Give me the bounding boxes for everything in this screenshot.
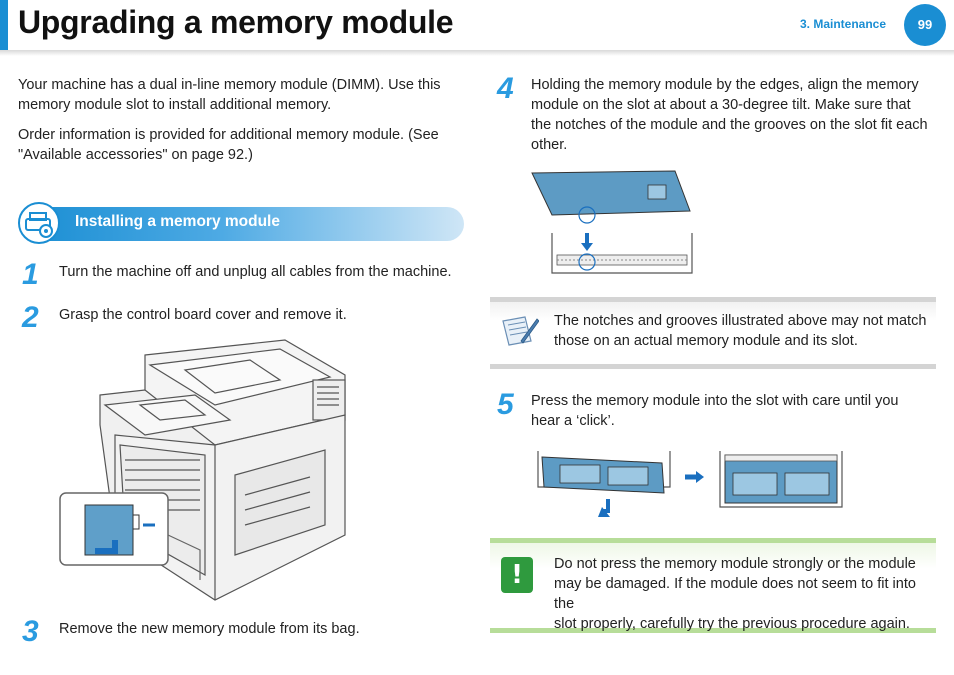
- step-text-2: Grasp the control board cover and remove…: [59, 307, 347, 323]
- note-pencil-icon: [502, 316, 539, 346]
- title-accent-bar: [0, 0, 8, 50]
- step-text-3: Remove the new memory module from its ba…: [59, 621, 360, 637]
- page-number: 99: [904, 4, 946, 46]
- printer-gear-icon: [18, 202, 60, 244]
- chapter-label: 3. Maintenance: [800, 17, 887, 31]
- printer-control-board-illustration: [59, 339, 346, 601]
- note-box: [490, 297, 936, 369]
- section-title: Installing a memory module: [75, 213, 280, 230]
- intro-paragraph-1: Your machine has a dual in-line memory m…: [18, 77, 441, 113]
- page-title: Upgrading a memory module: [18, 4, 454, 40]
- step-number-4: 4: [497, 72, 514, 105]
- step-text-4: Holding the memory module by the edges, …: [531, 77, 928, 153]
- title-divider: [0, 50, 954, 56]
- step-text-5: Press the memory module into the slot wi…: [531, 393, 899, 429]
- exclamation-icon: !: [501, 557, 533, 593]
- step-number-1: 1: [22, 258, 39, 291]
- memory-module-align-illustration: [531, 170, 693, 274]
- step-number-3: 3: [22, 615, 39, 648]
- step-text-1: Turn the machine off and unplug all cabl…: [59, 264, 452, 280]
- warning-text: Do not press the memory module strongly …: [554, 556, 916, 632]
- note-text: The notches and grooves illustrated abov…: [554, 313, 927, 349]
- intro-paragraph-2: Order information is provided for additi…: [18, 127, 439, 163]
- memory-module-press-illustration: [537, 451, 843, 517]
- section-heading-bar: [24, 207, 464, 241]
- step-number-2: 2: [22, 301, 39, 334]
- step-number-5: 5: [497, 388, 514, 421]
- warning-box: [490, 538, 936, 633]
